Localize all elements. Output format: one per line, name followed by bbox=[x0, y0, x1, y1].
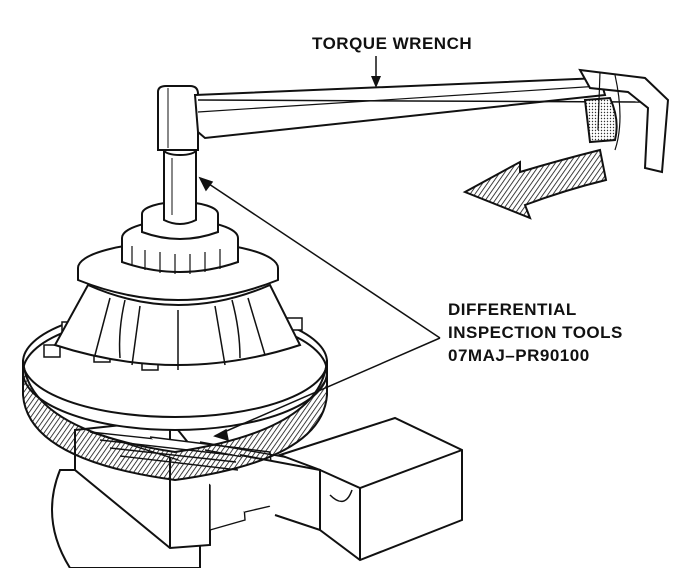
torque-wrench bbox=[157, 56, 670, 174]
wrench-handle bbox=[578, 68, 670, 174]
differential-tools-label-line2: INSPECTION TOOLS bbox=[448, 323, 623, 342]
inspection-tool-shaft bbox=[163, 144, 197, 225]
gear-teeth bbox=[22, 359, 328, 482]
torque-wrench-label: TORQUE WRENCH bbox=[312, 34, 473, 53]
differential-tools-label-line3: 07MAJ–PR90100 bbox=[448, 346, 590, 365]
differential-tools-label-line1: DIFFERENTIAL bbox=[448, 300, 577, 319]
differential-tools-label: DIFFERENTIAL INSPECTION TOOLS 07MAJ–PR90… bbox=[448, 298, 623, 367]
wrench-head bbox=[157, 85, 199, 151]
rotation-direction-arrow-icon bbox=[462, 148, 608, 220]
differential-carrier bbox=[53, 201, 302, 370]
wrench-beam bbox=[193, 76, 607, 140]
callout-lines bbox=[198, 176, 441, 442]
